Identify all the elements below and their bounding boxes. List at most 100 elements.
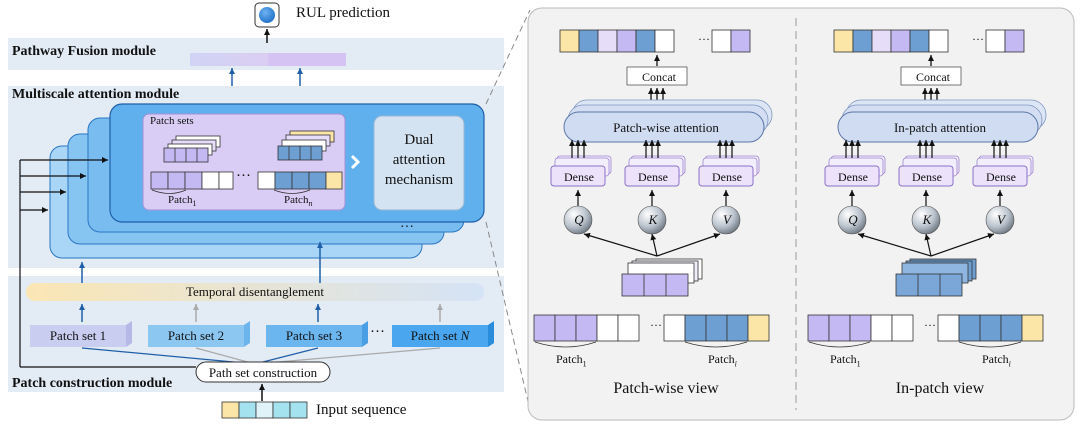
concat-label: Concat: [916, 70, 950, 84]
dense-label-k: Dense: [912, 170, 942, 184]
input-to-qkv-arrow: [924, 233, 932, 257]
concat-box: [900, 66, 962, 86]
fusion-bar-right: [268, 53, 346, 66]
patch-wise-view-caption: Patch-wise view: [613, 380, 719, 397]
patch-cell-left: [807, 314, 830, 342]
chevron-right-icon: [350, 154, 361, 170]
qkv-sphere: [985, 205, 1015, 235]
attention-label: Patch-wise attention: [613, 120, 719, 135]
input-sequence-cells: [221, 401, 308, 419]
patch-cell-right: [1021, 314, 1044, 342]
stack-front: [895, 273, 963, 297]
patch-set-1-label: Patch set 1: [49, 328, 107, 343]
output-cell: [890, 29, 911, 53]
patch-sequence: [150, 171, 343, 194]
patch-cell-left: [828, 314, 851, 342]
dual-attention-box: [373, 115, 465, 211]
attention-pill: [563, 111, 765, 143]
dense-box: [550, 165, 606, 187]
patch-sets-label: Patch sets: [150, 115, 194, 127]
patch-cell-right: [726, 314, 749, 342]
input-to-qkv-arrow: [583, 232, 658, 257]
patch-wise-view: [533, 29, 773, 348]
patch-row-ellipsis: ···: [924, 318, 936, 332]
concat-label: Concat: [642, 70, 676, 84]
dense-label-k: Dense: [638, 170, 668, 184]
output-cell: [597, 29, 618, 53]
dense-box: [624, 165, 680, 187]
feedback-arrows: [19, 157, 196, 368]
patch-cell-right: [684, 314, 707, 342]
output-cell: [1004, 29, 1025, 53]
output-cell: [985, 29, 1006, 53]
rul-prediction-label: RUL prediction: [296, 5, 391, 21]
patch-cell-left: [596, 314, 619, 342]
patch-set-boxes: [30, 321, 494, 347]
output-cell: [635, 29, 656, 53]
k-label: K: [648, 212, 658, 227]
dense-box: [898, 165, 954, 187]
temporal-disentanglement-bar: [26, 283, 484, 301]
output-cell: [616, 29, 637, 53]
input-to-qkv-arrow: [857, 232, 932, 257]
path-set-construction-label: Path set construction: [208, 365, 318, 380]
patch-right-label: Patchi: [708, 352, 737, 369]
output-cell: [833, 29, 854, 53]
output-cell: [711, 29, 732, 53]
multiscale-attention-title: Multiscale attention module: [12, 87, 180, 102]
path-set-construction-node: [195, 361, 331, 383]
patch-construction-title: Patch construction module: [12, 376, 173, 391]
construction-links: [81, 347, 441, 365]
patch-row-ellipsis: ···: [650, 318, 662, 332]
temporal-disentanglement-label: Temporal disentanglement: [185, 284, 325, 299]
v-label: V: [723, 212, 731, 227]
patch-left-label: Patch1: [830, 352, 861, 369]
patch-1-label: Patch1: [168, 194, 197, 209]
output-cell: [871, 29, 892, 53]
output-ellipsis: ···: [698, 32, 710, 46]
patch-cell-left: [891, 314, 914, 342]
dense-box: [824, 165, 880, 187]
dense-label-v: Dense: [986, 170, 1016, 184]
dual-attention-label: Dual attention mechanism: [384, 132, 454, 188]
dense-box: [698, 165, 754, 187]
patch-cell-right: [705, 314, 728, 342]
patch-cell-right: [747, 314, 770, 342]
input-to-qkv-arrow: [656, 233, 721, 257]
patch-cell-right: [663, 314, 686, 342]
qkv-sphere: [563, 205, 593, 235]
input-to-qkv-arrow: [650, 233, 658, 257]
patch-ellipsis: ···: [236, 168, 251, 184]
patch-cell-left: [554, 314, 577, 342]
patch-n-label: Patchn: [284, 194, 313, 209]
q-label: Q: [848, 212, 858, 227]
patch-set-ellipsis: ···: [370, 324, 385, 340]
zoom-line-bottom: [485, 221, 531, 411]
output-ellipsis: ···: [972, 32, 984, 46]
output-cell: [852, 29, 873, 53]
pathway-fusion-title: Pathway Fusion module: [12, 44, 156, 59]
patch-cell-right: [937, 314, 960, 342]
dense-label-q: Dense: [564, 170, 594, 184]
patch-brace-right: [958, 341, 1022, 348]
patch-cell-left: [575, 314, 598, 342]
qkv-sphere: [711, 205, 741, 235]
output-cell: [578, 29, 599, 53]
rul-circle: [259, 7, 275, 23]
patch-brace-right: [684, 341, 748, 348]
in-patch-view: [807, 29, 1047, 348]
patch-cell-left: [617, 314, 640, 342]
dense-label-q: Dense: [838, 170, 868, 184]
patch-set-3-label: Patch set 3: [285, 328, 343, 343]
k-label: K: [922, 212, 932, 227]
qkv-sphere: [837, 205, 867, 235]
q-label: Q: [574, 212, 584, 227]
attention-label: In-patch attention: [893, 120, 987, 135]
input-sequence-label: Input sequence: [316, 402, 407, 418]
output-cell: [559, 29, 580, 53]
output-cell: [730, 29, 751, 53]
in-patch-view-caption: In-patch view: [895, 380, 985, 397]
patch-cell-left: [870, 314, 893, 342]
concat-box: [626, 66, 688, 86]
